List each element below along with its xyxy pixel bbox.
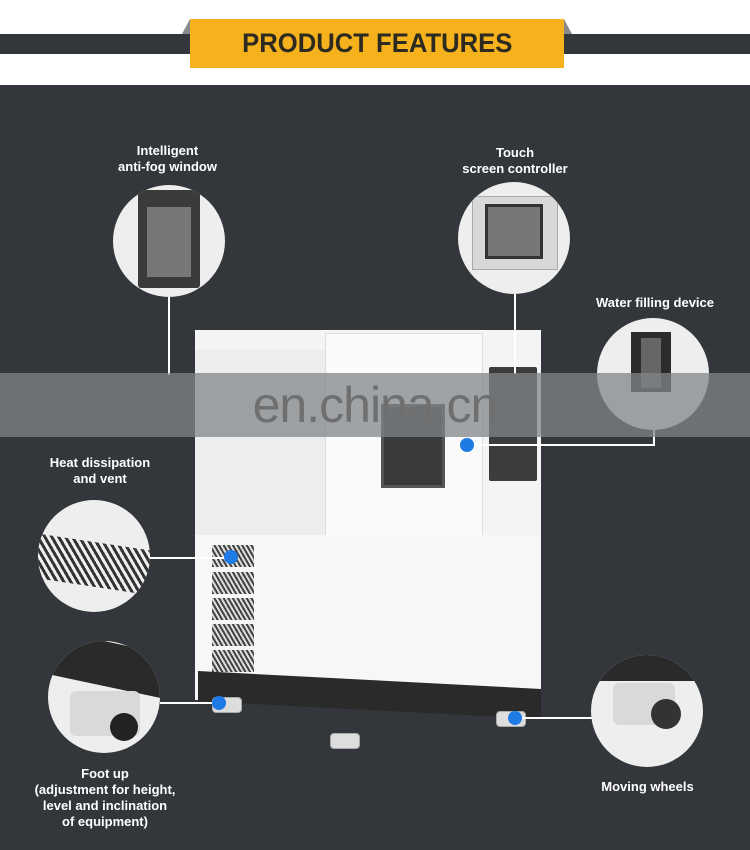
watermark-band: en.china.cn: [0, 373, 750, 437]
label-anti-fog-window: Intelligent anti-fog window: [95, 143, 240, 175]
label-line: Heat dissipation: [49, 455, 151, 470]
label-line: Foot up: [81, 766, 129, 781]
label-touch-screen: Touch screen controller: [445, 145, 585, 177]
label-line: Water filling device: [596, 295, 714, 310]
connector-line: [168, 297, 170, 375]
label-line: Touch: [495, 145, 535, 160]
watermark-text: en.china.cn: [252, 377, 499, 433]
connector-line: [653, 430, 655, 446]
connector-line: [520, 717, 592, 719]
label-line: level and inclination: [42, 798, 168, 813]
marker-dot-water-filling: [460, 438, 474, 452]
label-foot-up: Foot up (adjustment for height, level an…: [15, 766, 195, 830]
connector-line: [150, 557, 226, 559]
label-line: of equipment): [62, 814, 148, 829]
label-line: Moving wheels: [601, 779, 694, 794]
foot-front: [330, 733, 360, 749]
label-line: and vent: [73, 471, 127, 486]
marker-dot-vent: [224, 550, 238, 564]
moving-wheels-callout: [591, 655, 703, 767]
foot-up-callout: [48, 641, 160, 753]
label-line: anti-fog window: [118, 159, 217, 174]
page-title-banner: PRODUCT FEATURES: [190, 19, 564, 68]
vent-grille: [212, 624, 254, 646]
marker-dot-moving-wheels: [508, 711, 522, 725]
connector-line: [514, 294, 516, 374]
vent-grille: [212, 572, 254, 594]
marker-dot-foot-up: [212, 696, 226, 710]
vent-grille: [212, 650, 254, 672]
label-heat-dissipation: Heat dissipation and vent: [30, 455, 170, 487]
anti-fog-window-callout: [113, 185, 225, 297]
label-line: (adjustment for height,: [34, 782, 176, 797]
banner-fold-left: [182, 19, 190, 34]
banner-fold-right: [564, 19, 572, 34]
connector-line: [470, 444, 655, 446]
label-water-filling: Water filling device: [580, 295, 730, 311]
label-line: screen controller: [462, 161, 568, 176]
label-line: Intelligent: [136, 143, 199, 158]
connector-line: [160, 702, 216, 704]
touch-screen-callout: [458, 182, 570, 294]
page-title: PRODUCT FEATURES: [241, 28, 513, 58]
vent-grille: [212, 598, 254, 620]
heat-dissipation-callout: [38, 500, 150, 612]
label-moving-wheels: Moving wheels: [580, 779, 715, 795]
